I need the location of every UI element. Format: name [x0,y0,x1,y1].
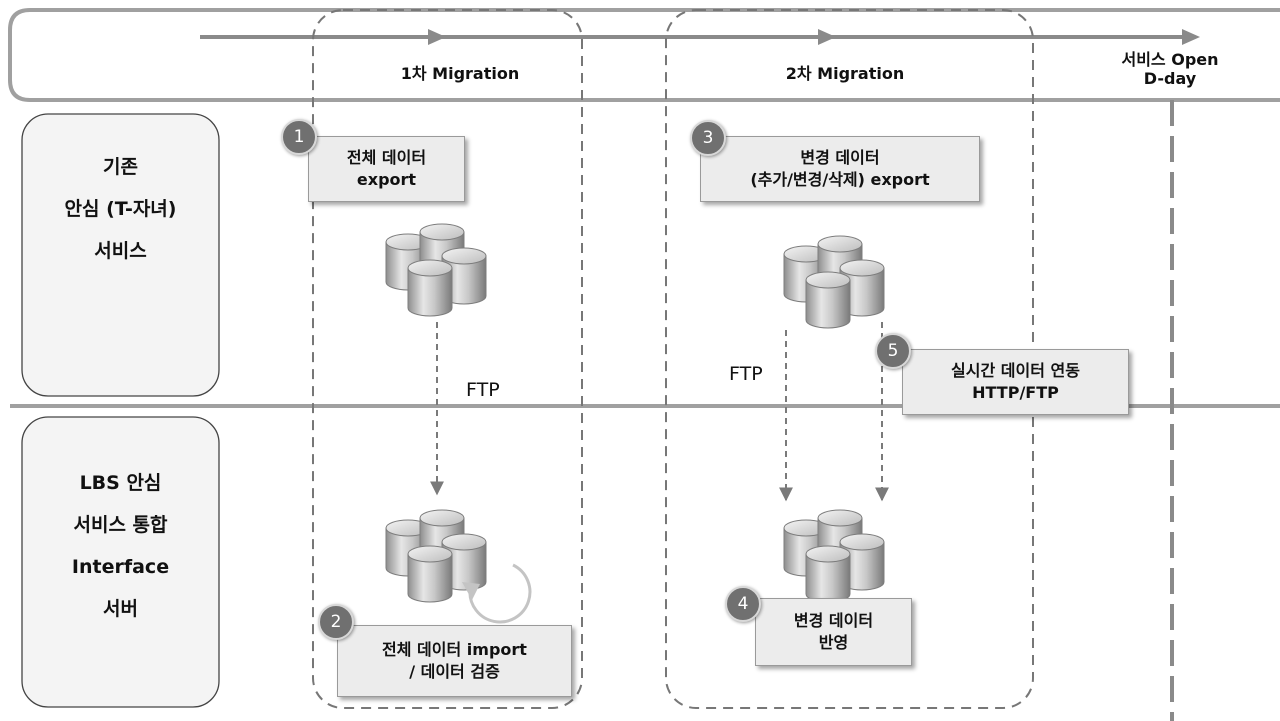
step2-line2: / 데이터 검증 [409,662,500,681]
step3-badge: 3 [690,120,726,156]
step5-line1: 실시간 데이터 연동 [951,361,1080,380]
phase2-region [665,9,1034,709]
ftp-label-phase2: FTP [729,363,763,385]
step5-badge: 5 [875,333,911,369]
timeline-arrowhead-1 [428,29,446,45]
timeline-band [8,8,1280,102]
db-cluster-legacy-phase2 [784,236,884,328]
phase1-region [312,9,583,709]
lane-label-lbs-line3: Interface [71,556,170,578]
lane-box-lbs [21,416,220,708]
step4-box: 변경 데이터 반영 [755,598,912,666]
step3-box: 변경 데이터 (추가/변경/삭제) export [700,136,980,202]
step2-box: 전체 데이터 import / 데이터 검증 [337,625,572,697]
step4-badge: 4 [725,586,761,622]
timeline-arrowhead-2 [818,29,836,45]
step5-line2: HTTP/FTP [972,383,1059,402]
step2-badge: 2 [318,604,354,640]
step1-line2: export [356,170,417,189]
phase1-label: 1차 Migration [400,64,520,83]
phase2-label: 2차 Migration [785,64,905,83]
step4-line1: 변경 데이터 [793,611,874,630]
open-label: 서비스 Open D-day [1080,50,1260,88]
step1-line1: 전체 데이터 [346,148,427,167]
lane-label-lbs-line4: 서버 [103,598,138,620]
lane-label-legacy-line1: 기존 [103,156,138,178]
ftp-label-phase1: FTP [466,379,500,401]
validation-loop-arrow [468,563,532,624]
db-cluster-lbs-phase2 [784,510,884,602]
timeline-arrowhead-3 [1182,29,1200,45]
step5-box: 실시간 데이터 연동 HTTP/FTP [902,349,1129,415]
step1-badge: 1 [281,119,317,155]
step3-line1: 변경 데이터 [800,148,880,167]
lane-label-legacy-line2: 안심 (T-자녀) [64,198,177,220]
validation-loop-arrowhead [462,582,480,600]
lane-label-lbs-line2: 서비스 통합 [73,514,168,536]
step4-line2: 반영 [818,633,849,652]
lane-label-legacy-line3: 서비스 [94,240,147,262]
lane-label-lbs: LBS 안심 서비스 통합 Interface 서버 [22,466,219,626]
lane-label-lbs-line1: LBS 안심 [79,472,162,494]
step1-box: 전체 데이터 export [308,136,465,202]
db-cluster-legacy-phase1 [386,224,486,316]
step2-line1: 전체 데이터 import [382,640,527,659]
step3-line2: (추가/변경/삭제) export [750,170,930,189]
lane-label-legacy: 기존 안심 (T-자녀) 서비스 [22,150,219,268]
lane-box-legacy [21,113,220,397]
open-label-line2: D-day [1143,69,1197,88]
open-label-line1: 서비스 Open [1121,50,1219,69]
